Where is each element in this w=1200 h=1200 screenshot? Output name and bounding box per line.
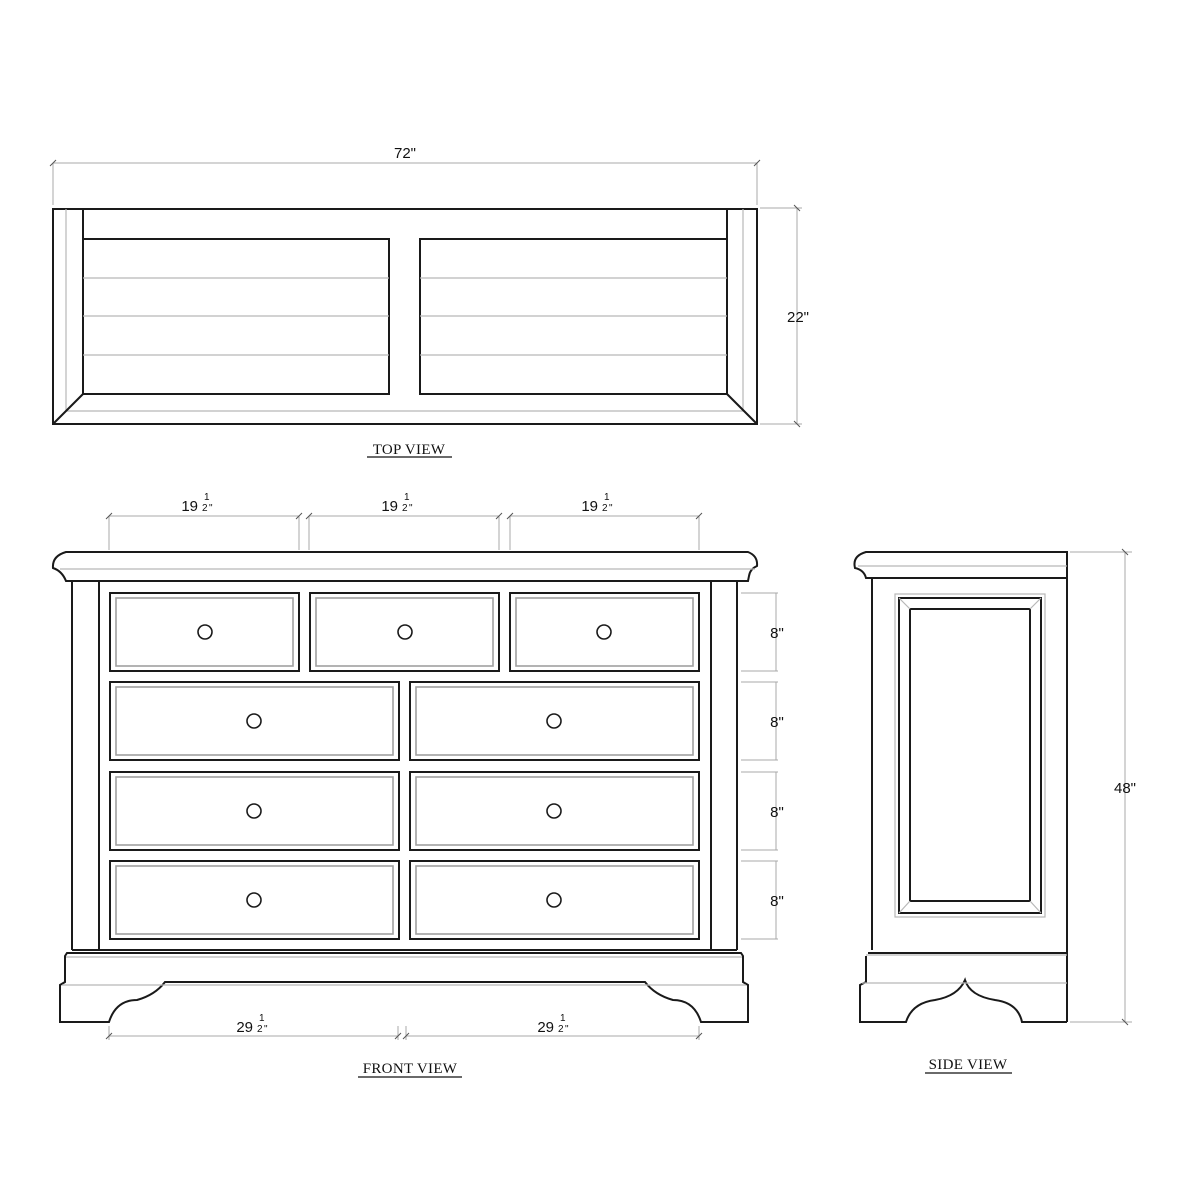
drawer[interactable] (109, 860, 400, 940)
drawer-height-4: 8" (770, 893, 784, 910)
drawer-height-dimensions: 8" 8" 8" 8" (741, 592, 784, 940)
top-drawer-width-3-whole: 19 (581, 498, 598, 515)
front-top-width-dimensions: 19 1 2 " 19 1 2 " 19 1 2 " (105, 492, 703, 550)
top-view-label: TOP VIEW (373, 442, 446, 458)
knob-icon (246, 713, 262, 729)
side-height-label: 48" (1114, 780, 1136, 797)
top-depth-label: 22" (787, 309, 809, 326)
side-view-label: SIDE VIEW (929, 1057, 1008, 1073)
drawer[interactable] (109, 592, 300, 672)
knob-icon (546, 713, 562, 729)
knob-icon (246, 803, 262, 819)
top-drawer-width-1-whole: 19 (181, 498, 198, 515)
drawer-row-2 (109, 681, 700, 761)
bottom-width-2-den: 2 (558, 1024, 564, 1035)
top-drawer-width-1-unit: " (209, 503, 213, 514)
drawer-height-3: 8" (770, 804, 784, 821)
bottom-width-2-whole: 29 (537, 1019, 554, 1036)
top-drawer-width-2-whole: 19 (381, 498, 398, 515)
bottom-width-1-num: 1 (259, 1013, 265, 1024)
drawer-height-1: 8" (770, 625, 784, 642)
knob-icon (397, 624, 413, 640)
top-drawer-width-1-den: 2 (202, 503, 208, 514)
front-view-label: FRONT VIEW (363, 1061, 458, 1077)
top-view: 72" 22" TOP VIEW (49, 145, 809, 458)
bottom-width-2-num: 1 (560, 1013, 566, 1024)
bottom-width-2-unit: " (565, 1024, 569, 1035)
top-drawer-width-3-den: 2 (602, 503, 608, 514)
drawer[interactable] (409, 860, 700, 940)
drawer[interactable] (509, 592, 700, 672)
drawer[interactable] (109, 771, 400, 851)
drawer-row-1 (109, 592, 700, 672)
top-drawer-width-2-num: 1 (404, 492, 410, 503)
top-drawer-width-2-unit: " (409, 503, 413, 514)
knob-icon (246, 892, 262, 908)
top-depth-dimension: 22" (760, 204, 809, 428)
drawer[interactable] (309, 592, 500, 672)
drawer[interactable] (109, 681, 400, 761)
top-drawer-width-3-unit: " (609, 503, 613, 514)
drawer-row-3 (109, 771, 700, 851)
top-width-label: 72" (394, 145, 416, 162)
front-bottom-width-dimensions: 29 1 2 " 29 1 2 " (105, 1013, 703, 1040)
knob-icon (546, 803, 562, 819)
drawer[interactable] (409, 681, 700, 761)
drawer-row-4 (109, 860, 700, 940)
bottom-width-1-whole: 29 (236, 1019, 253, 1036)
knob-icon (546, 892, 562, 908)
bottom-width-1-den: 2 (257, 1024, 263, 1035)
bottom-width-1-unit: " (264, 1024, 268, 1035)
knob-icon (596, 624, 612, 640)
top-width-dimension: 72" (49, 145, 761, 205)
top-drawer-width-1-num: 1 (204, 492, 210, 503)
drawer-height-2: 8" (770, 714, 784, 731)
front-view: 19 1 2 " 19 1 2 " 19 1 2 " (51, 492, 784, 1078)
knob-icon (197, 624, 213, 640)
side-height-dimension: 48" (1070, 548, 1136, 1026)
top-drawer-width-3-num: 1 (604, 492, 610, 503)
drawer[interactable] (409, 771, 700, 851)
side-view: 48" SIDE VIEW (853, 548, 1136, 1074)
top-drawer-width-2-den: 2 (402, 503, 408, 514)
